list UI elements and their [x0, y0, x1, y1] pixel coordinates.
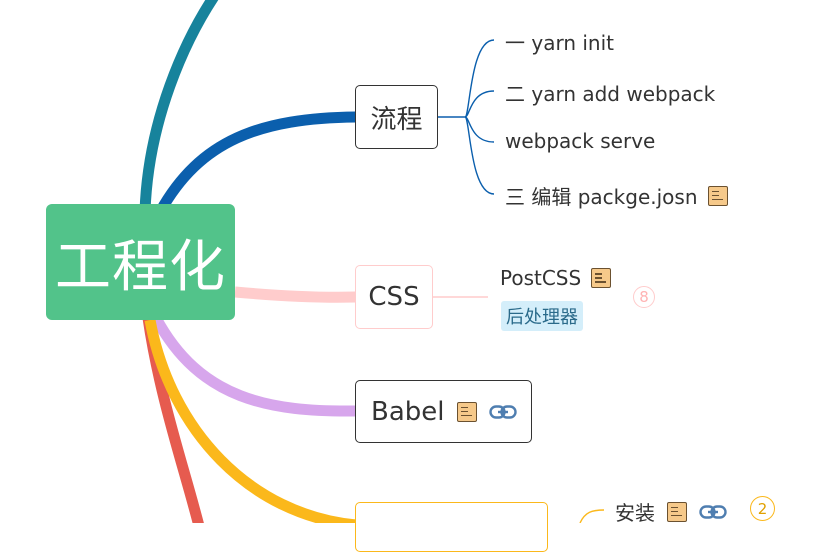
subtopic-label: 安装: [615, 501, 655, 525]
subtopic-install[interactable]: 安装: [615, 497, 727, 526]
subtopic-yarn-init[interactable]: 一 yarn init: [505, 27, 614, 56]
subtopic-label: 二 yarn add webpack: [505, 82, 716, 106]
subtopic-webpack-serve[interactable]: webpack serve: [505, 129, 655, 153]
subtopic-label: PostCSS: [500, 266, 582, 290]
topic-liucheng[interactable]: 流程: [355, 85, 438, 149]
branch-babel: [151, 315, 357, 417]
note-icon[interactable]: [591, 268, 612, 288]
subtopic-label: 三 编辑 packge.josn: [505, 185, 698, 209]
subtopic-label: 一 yarn init: [505, 31, 614, 55]
note-icon[interactable]: [456, 401, 477, 422]
branch-teal: [139, 0, 219, 218]
topic-babel[interactable]: Babel: [355, 380, 532, 443]
collapse-count-badge[interactable]: 2: [750, 496, 775, 521]
topic-label: Babel: [371, 396, 445, 427]
sub-branch-1: [438, 39, 495, 118]
sub-branch-install: [579, 509, 605, 523]
link-icon[interactable]: [699, 504, 727, 520]
subtopic-label: webpack serve: [505, 129, 656, 153]
branch-liucheng: [154, 111, 362, 218]
topic-css[interactable]: CSS: [355, 265, 433, 329]
branch-css: [234, 286, 357, 303]
link-icon[interactable]: [488, 404, 517, 420]
subtopic-yarn-add[interactable]: 二 yarn add webpack: [505, 78, 715, 107]
sub-branch-4: [464, 116, 495, 195]
branch-lines: [139, 0, 605, 523]
note-icon[interactable]: [667, 501, 687, 522]
topic-bottom[interactable]: [355, 502, 548, 552]
collapse-count-badge[interactable]: 8: [633, 286, 655, 308]
subtopic-postcss[interactable]: PostCSS: [500, 266, 612, 290]
mindmap-canvas: 工程化 流程 一 yarn init 二 yarn add webpack we…: [46, 0, 775, 552]
note-icon[interactable]: [707, 185, 728, 206]
label-tag: 后处理器: [501, 301, 583, 331]
central-topic[interactable]: 工程化: [46, 204, 235, 320]
sub-branch-2: [464, 90, 495, 118]
branch-yellow: [144, 319, 357, 523]
subtopic-edit-package[interactable]: 三 编辑 packge.josn: [505, 181, 728, 210]
